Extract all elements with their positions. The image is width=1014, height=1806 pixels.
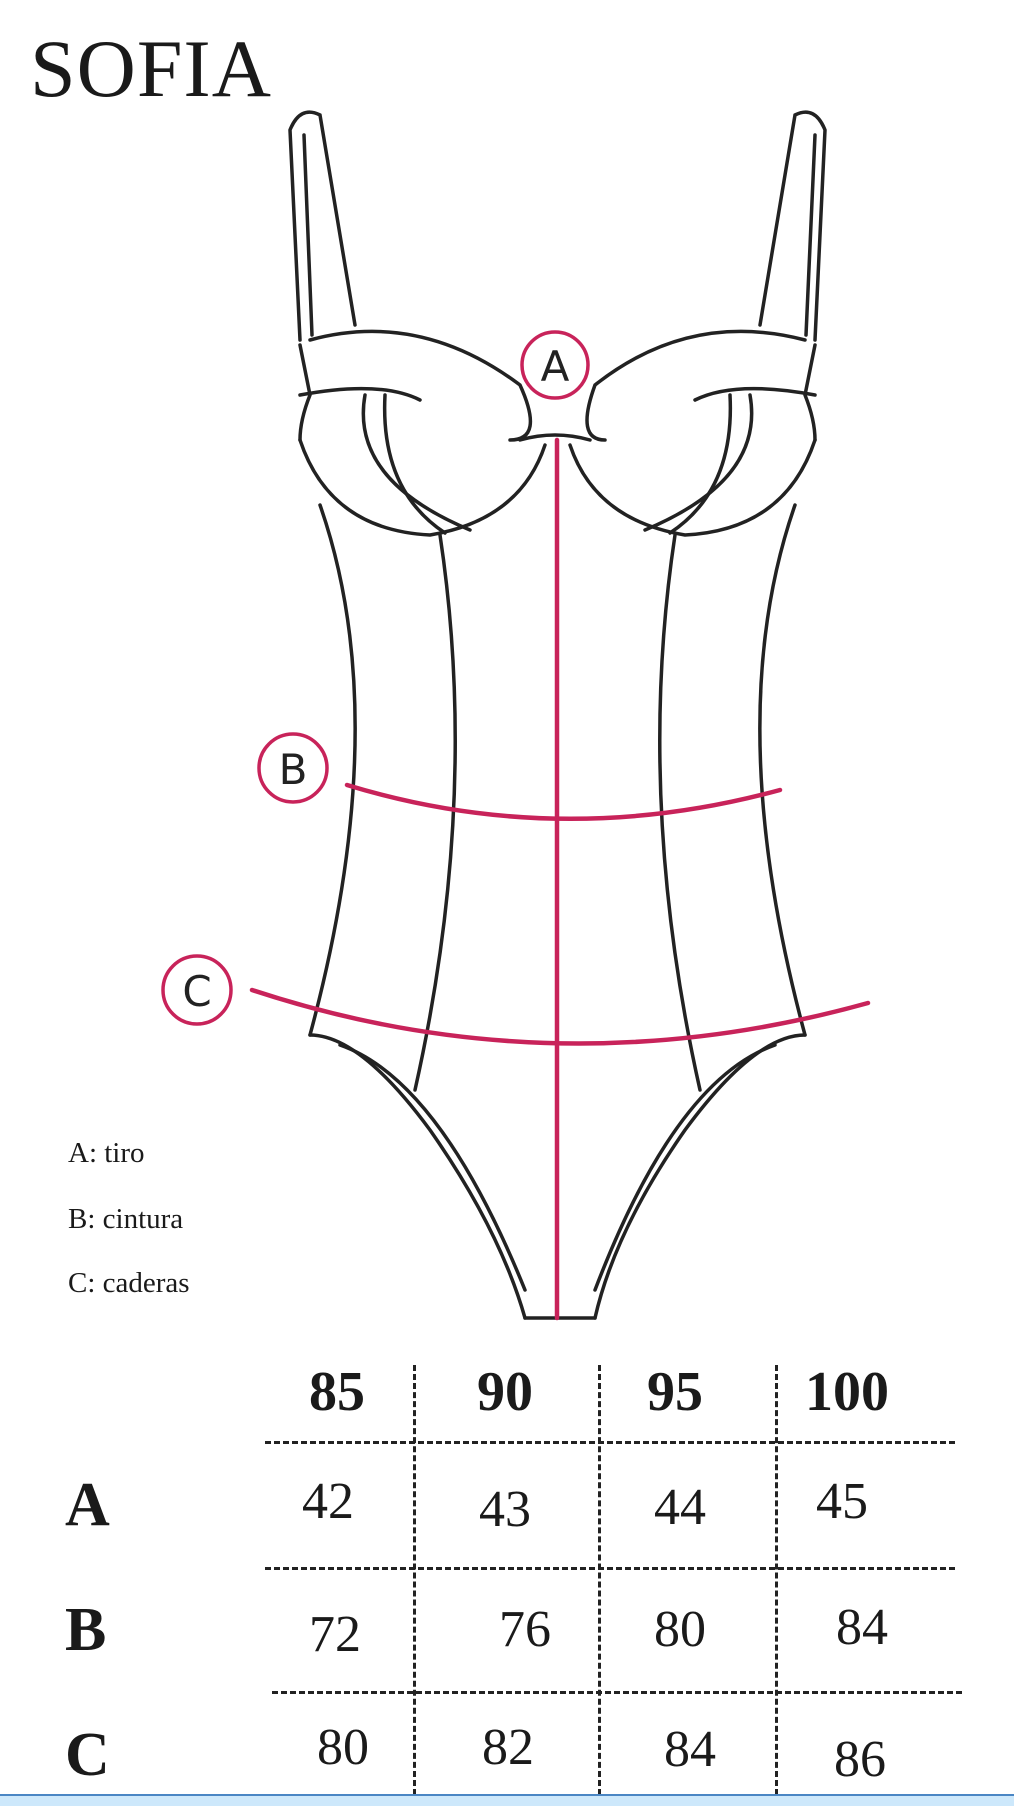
table-cell: 80 bbox=[317, 1719, 369, 1776]
column-divider bbox=[598, 1365, 601, 1804]
table-cell: 84 bbox=[664, 1721, 716, 1778]
row-divider bbox=[265, 1441, 955, 1444]
marker-a: A bbox=[541, 342, 570, 391]
legend-c: C: caderas bbox=[68, 1267, 190, 1299]
bodysuit-illustration: A B C bbox=[161, 110, 871, 1321]
table-cell: 76 bbox=[499, 1601, 551, 1658]
table-cell: 43 bbox=[479, 1481, 531, 1538]
column-divider bbox=[413, 1365, 416, 1804]
product-title: SOFIA bbox=[30, 23, 272, 114]
legend-b: B: cintura bbox=[68, 1203, 184, 1235]
table-cell: 86 bbox=[834, 1731, 886, 1788]
size-header: 100 bbox=[805, 1361, 889, 1423]
column-divider bbox=[775, 1365, 778, 1804]
marker-c: C bbox=[182, 967, 211, 1016]
marker-b: B bbox=[279, 745, 308, 794]
row-label: B bbox=[65, 1596, 107, 1664]
table-cell: 80 bbox=[654, 1601, 706, 1658]
size-header: 95 bbox=[647, 1361, 703, 1423]
size-header: 85 bbox=[309, 1361, 365, 1423]
table-cell: 84 bbox=[836, 1599, 888, 1656]
bottom-highlight-bar bbox=[0, 1794, 1014, 1806]
table-cell: 82 bbox=[482, 1719, 534, 1776]
size-header: 90 bbox=[477, 1361, 533, 1423]
row-divider bbox=[265, 1567, 955, 1570]
row-label: C bbox=[65, 1721, 110, 1789]
table-cell: 72 bbox=[309, 1606, 361, 1663]
row-divider bbox=[272, 1691, 962, 1694]
table-cell: 45 bbox=[816, 1473, 868, 1530]
row-label: A bbox=[65, 1471, 110, 1539]
table-cell: 44 bbox=[654, 1479, 706, 1536]
legend-a: A: tiro bbox=[68, 1137, 145, 1169]
measurement-lines bbox=[161, 330, 871, 1321]
table-cell: 42 bbox=[302, 1473, 354, 1530]
